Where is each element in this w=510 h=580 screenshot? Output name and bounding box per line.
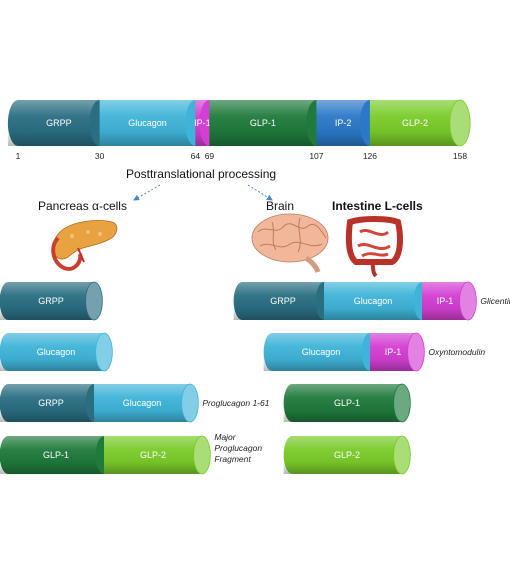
cylinder-end-cap — [181, 383, 199, 423]
cylinder-end-cap — [459, 281, 477, 321]
product-caption: Glicentin — [480, 296, 510, 306]
tick-label: 126 — [363, 151, 377, 161]
cylinder-end-cap — [95, 332, 113, 372]
product-left-4: GLP-1 GLP-2 — [0, 435, 211, 475]
product-caption: Proglucagon 1-61 — [202, 398, 269, 408]
product-left-3: GRPP Glucagon — [0, 383, 199, 423]
segment-label: GLP-1 — [334, 398, 360, 408]
product-left-2: Glucagon — [0, 332, 113, 372]
segment-label: GRPP — [38, 398, 64, 408]
segment-label: GLP-2 — [402, 118, 428, 128]
segment-grpp: GRPP — [233, 282, 333, 320]
segment-label: GLP-2 — [334, 450, 360, 460]
cylinder-end-cap — [393, 383, 411, 423]
segment-label: GRPP — [270, 296, 296, 306]
segment-grpp: GRPP — [0, 384, 103, 422]
segment-label: Glucagon — [354, 296, 393, 306]
cylinder-end-cap — [407, 332, 425, 372]
segment-label: IP-1 — [194, 118, 211, 128]
segment-label: GLP-1 — [250, 118, 276, 128]
product-right-3: GLP-1 — [283, 383, 411, 423]
segment-glp-2: GLP-2 — [104, 436, 211, 474]
segment-label: GRPP — [38, 296, 64, 306]
product-right-1: GRPP Glucagon IP-1 — [233, 281, 477, 321]
segment-glp-1: GLP-1 — [209, 100, 327, 146]
segment-glucagon: Glucagon — [94, 384, 199, 422]
segment-glp-1: GLP-1 — [0, 436, 113, 474]
pancreas-label: Pancreas α-cells — [38, 199, 127, 213]
segment-label: GRPP — [46, 118, 72, 128]
tick-label: 30 — [95, 151, 105, 161]
product-caption: Proglucagon — [214, 443, 262, 453]
segment-glucagon: Glucagon — [0, 333, 113, 371]
pancreas-arrow — [133, 184, 161, 201]
cylinder-end-cap — [449, 99, 471, 147]
product-right-2: Glucagon IP-1 — [263, 332, 425, 372]
segment-label: IP-1 — [437, 296, 454, 306]
intestine-icon — [345, 216, 403, 278]
segment-grpp: GRPP — [7, 100, 110, 146]
segment-glucagon: Glucagon — [263, 333, 379, 371]
tick-label: 158 — [453, 151, 467, 161]
brain-label: Brain — [266, 199, 294, 213]
tick-label: 107 — [309, 151, 323, 161]
cylinder-end-cap — [193, 435, 211, 475]
precursor-cylinder: GRPP Glucagon IP-1 GLP-1 IP-2 GLP-2 — [7, 99, 471, 147]
product-caption: Major — [214, 432, 236, 442]
tick-label: 1 — [16, 151, 21, 161]
segment-grpp: GRPP — [0, 282, 103, 320]
segment-label: IP-2 — [335, 118, 352, 128]
intestine-label: Intestine L-cells — [332, 199, 423, 213]
segment-label: GLP-1 — [43, 450, 69, 460]
segment-label: IP-1 — [385, 347, 402, 357]
cylinder-end-cap — [85, 281, 103, 321]
cylinder-end-cap — [393, 435, 411, 475]
segment-label: Glucagon — [128, 118, 167, 128]
segment-label: Glucagon — [123, 398, 162, 408]
product-left-1: GRPP — [0, 281, 103, 321]
processing-title: Posttranslational processing — [126, 167, 276, 181]
pancreas-icon — [51, 220, 118, 271]
segment-glp-1: GLP-1 — [283, 384, 411, 422]
proglucagon-precursor: GRPP Glucagon IP-1 GLP-1 IP-2 GLP-2 — [7, 99, 471, 147]
residue-ticks: 1 30 64 69 107 126 158 — [16, 151, 468, 161]
product-caption: Oxyntomodulin — [428, 347, 485, 357]
product-right-4: GLP-2 — [283, 435, 411, 475]
segment-label: Glucagon — [302, 347, 341, 357]
segment-ip-2: IP-2 — [316, 100, 381, 146]
segment-glucagon: Glucagon — [99, 100, 206, 146]
tick-label: 64 — [191, 151, 201, 161]
product-caption: Fragment — [214, 454, 251, 464]
brain-icon — [251, 213, 329, 273]
segment-glucagon: Glucagon — [324, 282, 431, 320]
tick-label: 69 — [205, 151, 215, 161]
segment-glp-2: GLP-2 — [283, 436, 411, 474]
brain-arrow — [247, 184, 273, 201]
segment-label: Glucagon — [37, 347, 76, 357]
segment-label: GLP-2 — [140, 450, 166, 460]
